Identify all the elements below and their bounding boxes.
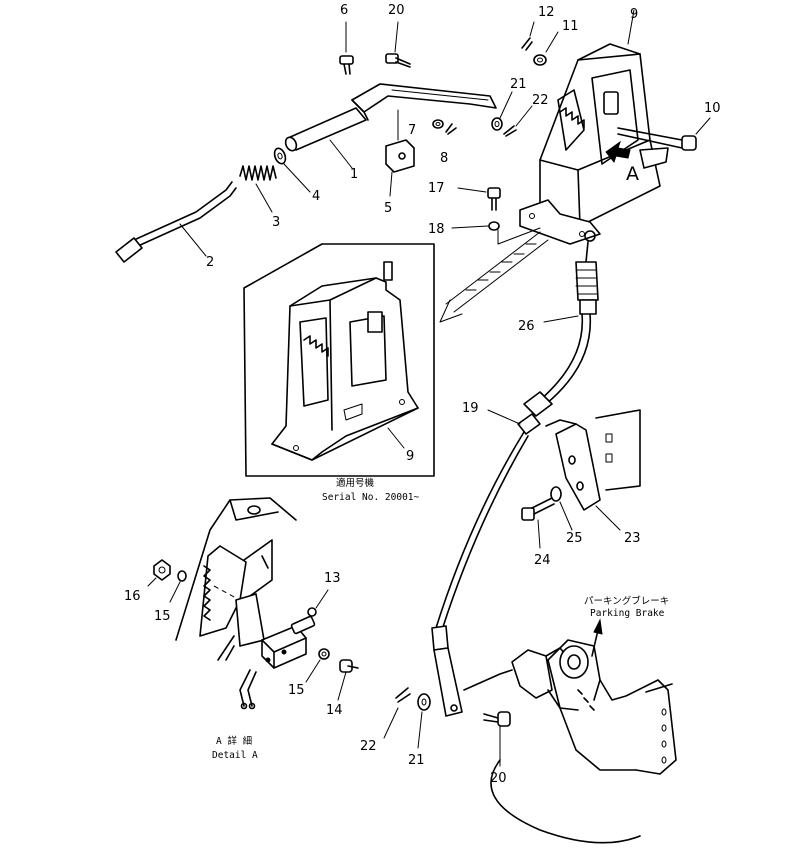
part-17-bolt [457, 187, 501, 211]
label-22-lower: 22 [360, 739, 377, 754]
label-7: 7 [408, 123, 416, 138]
part-22-pin-lower [383, 687, 411, 739]
caption-detail-en: Detail A [212, 750, 258, 761]
detail-a-view [175, 497, 329, 710]
label-21-top: 21 [510, 77, 527, 92]
label-11: 11 [562, 19, 579, 34]
label-2: 2 [206, 255, 214, 270]
part-14-bolt [337, 659, 359, 701]
label-9-inset: 9 [406, 449, 414, 464]
label-15-left: 15 [154, 609, 171, 624]
part-11-nut [533, 31, 559, 66]
label-12: 12 [538, 5, 555, 20]
label-19: 19 [462, 401, 479, 416]
label-15-right: 15 [288, 683, 305, 698]
part-10-bolt [617, 117, 711, 151]
part-7-washer [432, 119, 444, 129]
part-18-washer [451, 221, 541, 245]
label-13: 13 [324, 571, 341, 586]
label-16: 16 [124, 589, 141, 604]
cable-lower [431, 431, 529, 717]
view-arrow-a [605, 140, 631, 164]
part-20-bolt-lower [483, 711, 511, 767]
part-20-bolt-top [385, 21, 411, 68]
caption-parking-jp: パーキングブレーキ [584, 595, 669, 607]
parking-brake-assembly [463, 618, 677, 844]
label-26: 26 [518, 319, 535, 334]
part-3-spring [239, 165, 277, 213]
label-23: 23 [624, 531, 641, 546]
label-view-a: A [626, 163, 639, 185]
label-25: 25 [566, 531, 583, 546]
label-17: 17 [428, 181, 445, 196]
part-9-bracket-main [519, 9, 669, 245]
label-21-lower: 21 [408, 753, 425, 768]
part-1-lever [284, 83, 497, 169]
part-16-nut [147, 559, 171, 587]
label-6: 6 [340, 3, 348, 18]
caption-detail-jp: A 詳 細 [216, 735, 252, 747]
part-21-washer-lower [417, 693, 431, 749]
part-2-rod [115, 181, 237, 263]
label-20-lower: 20 [490, 771, 507, 786]
part-8-cotter-pin [445, 123, 457, 135]
label-9: 9 [630, 7, 638, 22]
part-12-pin [521, 21, 535, 51]
part-24-bolt [521, 497, 555, 549]
label-5: 5 [384, 201, 392, 216]
caption-parking-en: Parking Brake [590, 608, 665, 619]
label-10: 10 [704, 101, 721, 116]
detail-arrow [439, 231, 549, 323]
label-4: 4 [312, 189, 320, 204]
part-5-clevis [385, 109, 415, 197]
label-18: 18 [428, 222, 445, 237]
label-24: 24 [534, 553, 551, 568]
part-26-cable [539, 230, 599, 405]
part-15-washer-a [169, 570, 187, 603]
part-4-washer [273, 147, 311, 193]
caption-serial-jp: 適用号機 [336, 477, 375, 489]
label-3: 3 [272, 215, 280, 230]
part-23-bracket [545, 409, 641, 531]
part-25-washer [550, 486, 573, 531]
part-21-washer-top [491, 91, 513, 131]
label-8: 8 [440, 151, 448, 166]
part-15-washer-b [305, 648, 330, 683]
part-6-bolt [339, 21, 354, 75]
part-22-pin-top [503, 105, 533, 137]
label-22-top: 22 [532, 93, 549, 108]
caption-serial-en: Serial No. 20001~ [322, 492, 420, 503]
label-14: 14 [326, 703, 343, 718]
part-19-nut [487, 391, 553, 435]
label-1: 1 [350, 167, 358, 182]
label-20-top: 20 [388, 3, 405, 18]
inset-serial-variant [243, 243, 435, 477]
